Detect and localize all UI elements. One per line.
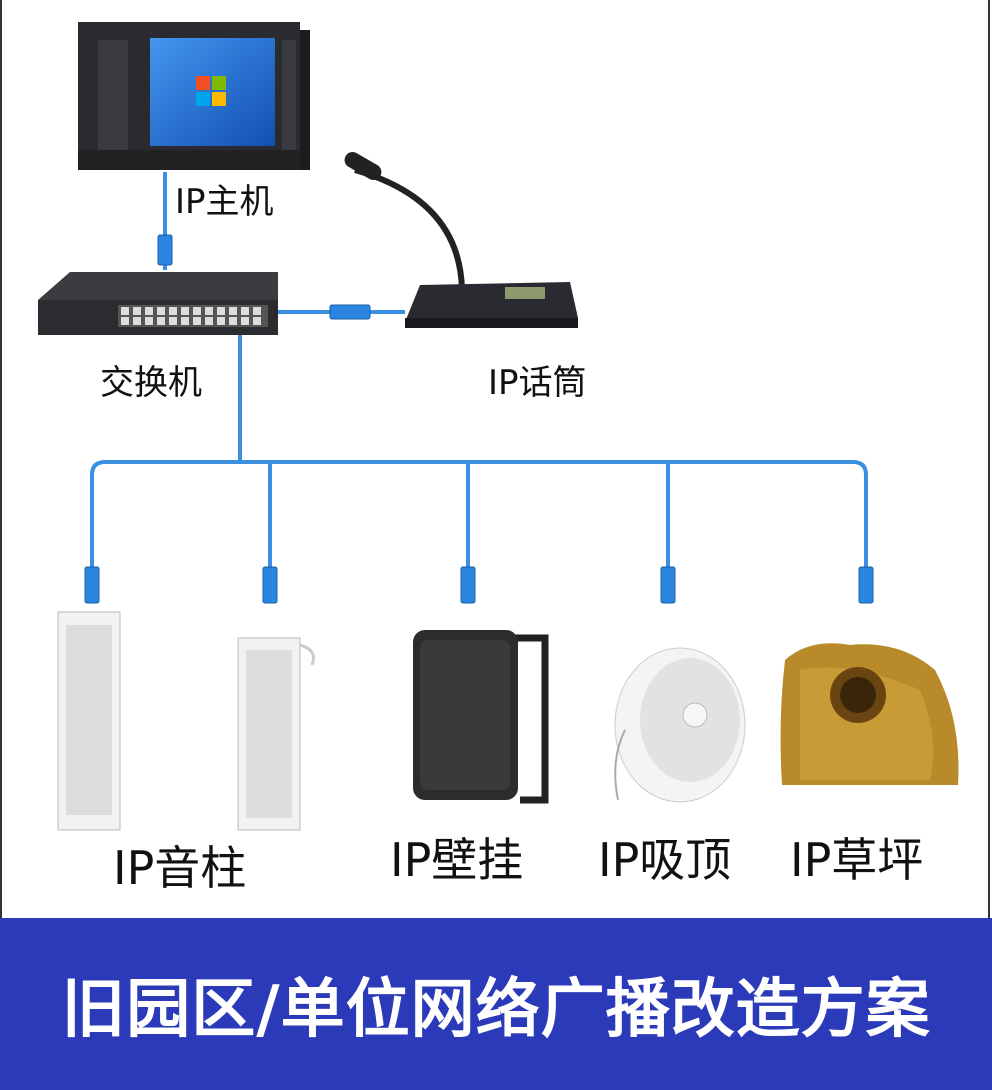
mic-label: IP话筒	[488, 363, 587, 403]
rj45-connector-icon	[157, 234, 173, 266]
banner-title: 旧园区/单位网络广播改造方案	[61, 973, 931, 1047]
column-speaker-icon	[237, 637, 315, 831]
diagram-frame	[0, 0, 990, 918]
rj45-connector-icon	[858, 566, 874, 604]
switch-icon	[38, 272, 278, 335]
speaker-label-ceiling: IP吸顶	[598, 833, 732, 887]
speaker-label-wall: IP壁挂	[390, 833, 524, 887]
rj45-connector-icon	[660, 566, 676, 604]
lawn-speaker-icon	[780, 643, 959, 785]
cables	[90, 172, 868, 580]
title-banner: 旧园区/单位网络广播改造方案	[0, 918, 992, 1090]
column-speaker-icon	[57, 611, 121, 831]
host-label: IP主机	[175, 182, 274, 222]
rj45-connector-icon	[460, 566, 476, 604]
speaker-label-column: IP音柱	[113, 841, 247, 895]
rj45-connector-icon	[84, 566, 100, 604]
rj45-connectors	[84, 234, 874, 604]
speaker-label-lawn: IP草坪	[790, 833, 924, 887]
ip-microphone-icon	[344, 152, 578, 328]
ceiling-speaker-icon	[614, 647, 746, 803]
rj45-connector-icon	[262, 566, 278, 604]
rj45-connector-icon	[329, 304, 371, 320]
cable-bus	[90, 460, 868, 580]
wall-speaker-icon	[413, 630, 549, 804]
switch-label: 交换机	[100, 363, 202, 403]
host-computer-icon	[78, 22, 310, 170]
network-diagram	[38, 22, 959, 831]
